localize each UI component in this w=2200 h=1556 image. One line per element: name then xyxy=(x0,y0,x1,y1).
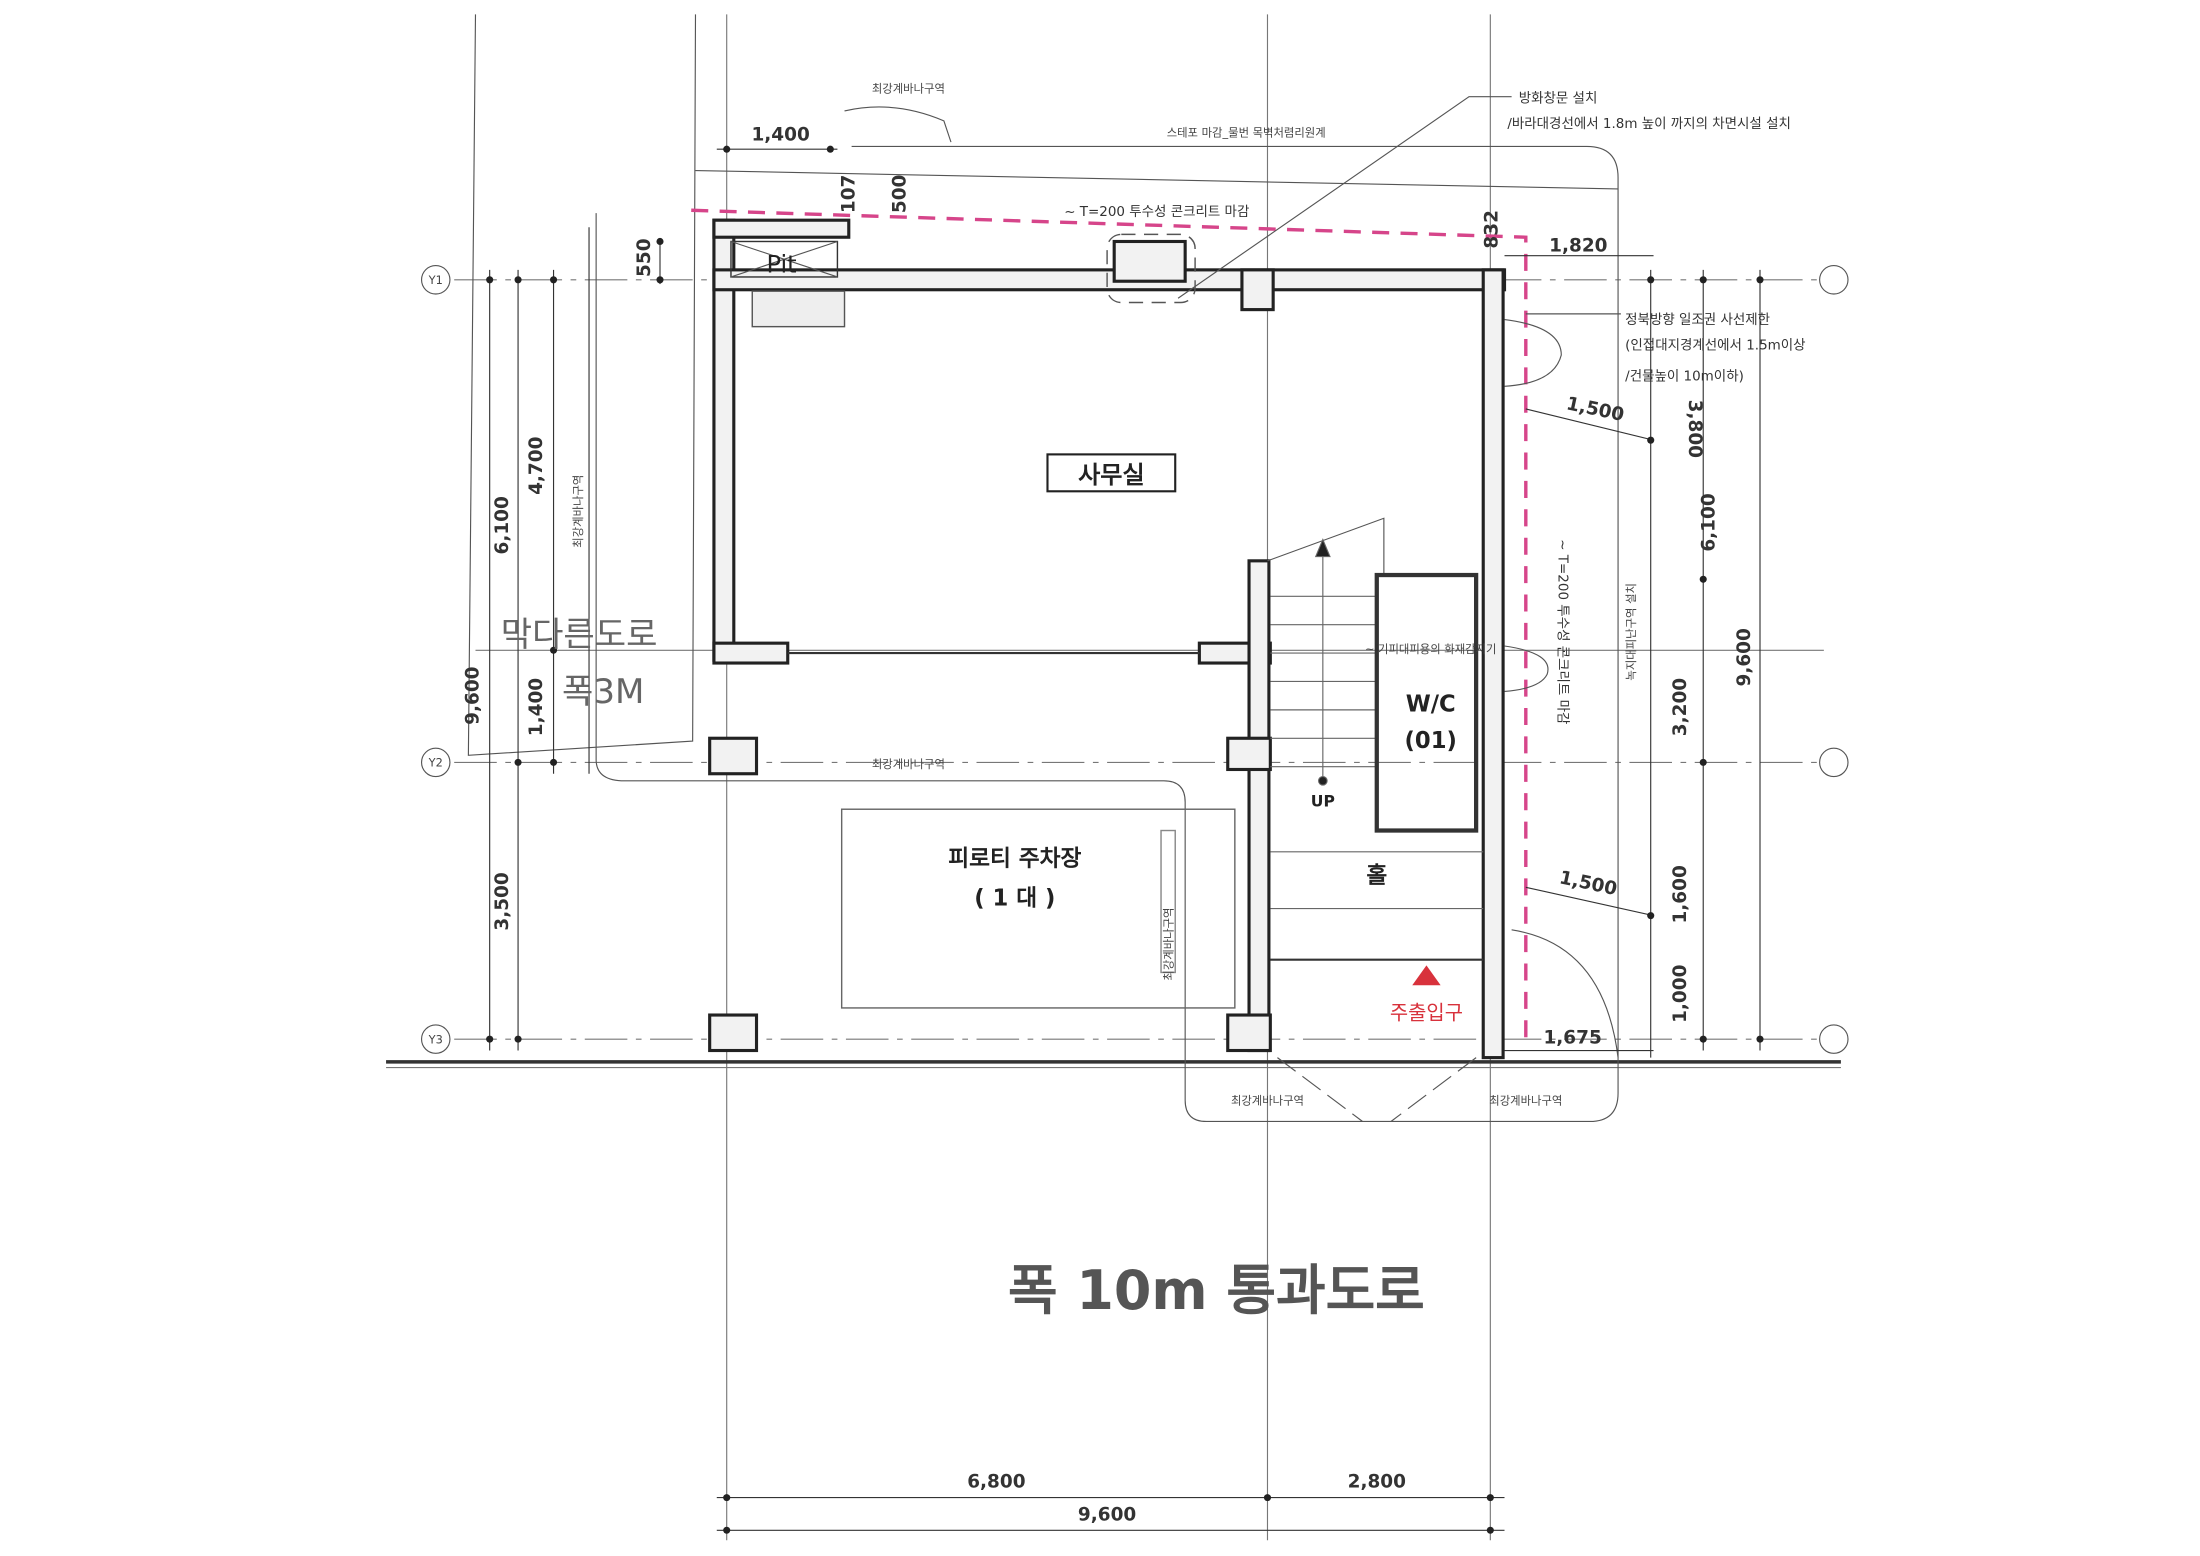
wc-room xyxy=(1374,572,1479,833)
dead-end-road-boundary xyxy=(467,14,697,756)
pit-label: Pit xyxy=(766,251,796,279)
site-boundary xyxy=(595,145,1619,1123)
note-sunlight-3: /건물높이 10m이하) xyxy=(1625,369,1744,385)
parking-space xyxy=(840,808,1236,1009)
dim-6800-bottom: 6,800 xyxy=(967,1472,1025,1493)
dim-1000-right: 1,000 xyxy=(1670,965,1691,1023)
dimension-lines xyxy=(489,148,1761,1531)
stair-up-label: UP xyxy=(1311,792,1335,810)
grid-label-y1: Y1 xyxy=(428,273,443,287)
note-landscape-bottom-left: 최강계바나구역 xyxy=(1231,1093,1304,1107)
dim-1600-right: 1,600 xyxy=(1670,865,1691,923)
office-label: 사무실 xyxy=(1078,461,1145,489)
dim-4700-left: 4,700 xyxy=(526,437,547,495)
parking-count: ( 1 대 ) xyxy=(974,886,1055,912)
dim-2800-bottom: 2,800 xyxy=(1348,1472,1406,1493)
hall-label: 홀 xyxy=(1366,863,1387,889)
pit: Pit xyxy=(730,240,846,328)
entrance-arrow-icon xyxy=(1412,965,1441,986)
note-sunlight-1: 정북방향 일조권 사선제한 xyxy=(1625,312,1770,328)
wc-number: (01) xyxy=(1405,728,1457,754)
note-window-1: 방화창문 설치 xyxy=(1519,90,1598,106)
dead-end-road-label: 막다른도로 xyxy=(501,615,658,655)
dim-1675: 1,675 xyxy=(1543,1027,1601,1048)
note-concrete-right: ~ T=200 투수성 콘크리트 마감 xyxy=(1554,539,1570,724)
note-landscape-top: 최강계바나구역 xyxy=(872,81,945,95)
dim-3500-left: 3,500 xyxy=(492,872,513,930)
grid-label-y2: Y2 xyxy=(428,756,443,770)
stairs xyxy=(1270,538,1484,961)
dim-3800-right: 3,800 xyxy=(1684,400,1705,458)
dim-1400-top: 1,400 xyxy=(751,125,809,146)
dim-6100-right: 6,100 xyxy=(1699,493,1720,551)
dim-107: 107 xyxy=(838,175,859,214)
note-landscape-mid: 최강계바나구역 xyxy=(872,757,945,771)
grid-bubbles: Y1 Y2 Y3 xyxy=(420,265,1849,1054)
note-concrete-top: ~ T=200 투수성 콘크리트 마감 xyxy=(1064,204,1249,220)
wc-label: W/C xyxy=(1406,691,1456,717)
dim-500: 500 xyxy=(890,175,911,214)
through-road-label: 폭 10m 통과도로 xyxy=(1008,1259,1425,1322)
note-sunlight-2: (인접대지경계선에서 1.5m이상 xyxy=(1625,337,1805,353)
dim-9600-left: 9,600 xyxy=(462,667,483,725)
walls xyxy=(708,218,1507,1060)
dim-1500-lower: 1,500 xyxy=(1557,867,1618,900)
note-landscape-bottom-right: 최강계바나구역 xyxy=(1489,1093,1562,1107)
dead-end-road-width: 폭3M xyxy=(562,672,644,712)
dim-1400-left: 1,400 xyxy=(526,678,547,736)
note-wc: ~ 기피대피용의 화재감지기 xyxy=(1365,642,1497,656)
dimension-ticks xyxy=(486,145,1764,1534)
setback-line xyxy=(691,208,1528,1044)
dim-9600-right: 9,600 xyxy=(1734,628,1755,686)
parking-label: 피로티 주차장 xyxy=(948,846,1081,872)
note-landscape-parking: 최강계바나구역 xyxy=(1161,908,1175,981)
note-landscape-left: 최강계바나구역 xyxy=(571,475,585,548)
dim-3200-right: 3,200 xyxy=(1670,678,1691,736)
dim-550: 550 xyxy=(634,238,655,277)
entrance-label: 주출입구 xyxy=(1390,1001,1463,1024)
note-window-2: /바라대경선에서 1.8m 높이 까지의 차면시설 설치 xyxy=(1507,116,1791,132)
note-finish-top: 스테포 마감_물번 목벽처렴리원계 xyxy=(1167,125,1326,139)
note-landscape-right: 녹지대피난구역 설치 xyxy=(1624,583,1638,681)
dim-1820: 1,820 xyxy=(1549,235,1607,256)
grid-label-y3: Y3 xyxy=(428,1032,443,1046)
dim-832: 832 xyxy=(1481,210,1502,249)
dim-9600-bottom: 9,600 xyxy=(1078,1504,1136,1525)
dim-6100-left: 6,100 xyxy=(492,496,513,554)
